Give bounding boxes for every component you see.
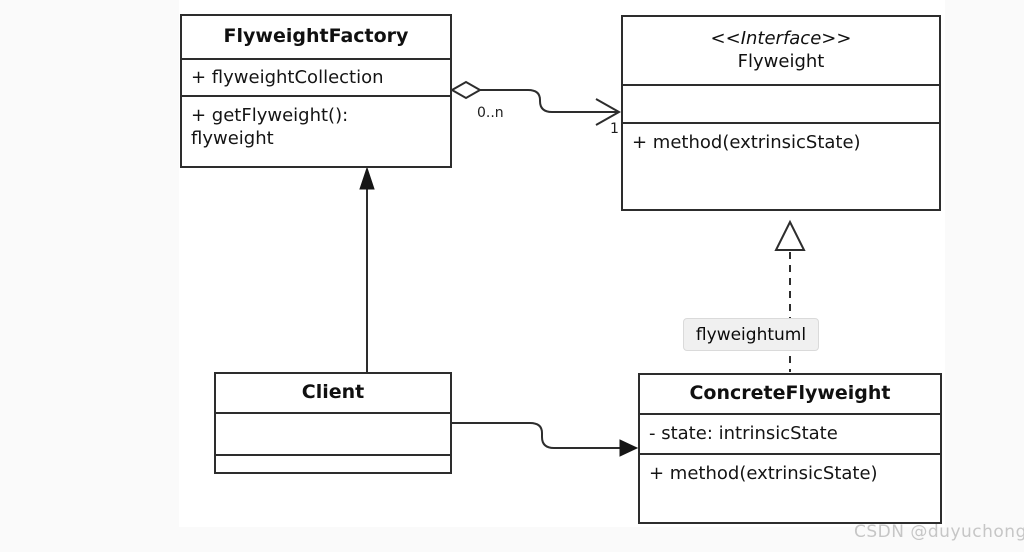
class-title-group: <<Interface>> Flyweight — [623, 17, 939, 86]
class-box-flyweight-factory: FlyweightFactory + flyweightCollection +… — [180, 14, 452, 168]
class-box-flyweight: <<Interface>> Flyweight + method(extrins… — [621, 15, 941, 211]
stereotype-label: <<Interface>> — [710, 28, 852, 49]
class-box-concrete-flyweight: ConcreteFlyweight - state: intrinsicStat… — [638, 373, 942, 524]
class-title: ConcreteFlyweight — [640, 375, 940, 415]
methods-compartment: + method(extrinsicState) — [623, 124, 939, 209]
watermark: CSDN @duyuchong — [854, 522, 1024, 542]
attributes-compartment-empty — [623, 86, 939, 124]
method-method: + method(extrinsicState) — [632, 132, 861, 153]
attributes-compartment: - state: intrinsicState — [640, 415, 940, 455]
multiplicity-source-label: 0..n — [477, 105, 504, 121]
class-title: Flyweight — [737, 50, 825, 72]
tooltip-flyweightuml: flyweightuml — [683, 318, 819, 351]
class-title: Client — [216, 374, 450, 414]
attributes-compartment-empty — [216, 414, 450, 456]
class-title: FlyweightFactory — [182, 16, 450, 60]
methods-compartment: + getFlyweight(): flyweight — [182, 97, 450, 166]
attribute-flyweight-collection: + flyweightCollection — [191, 66, 384, 88]
methods-compartment-empty — [216, 456, 450, 472]
attribute-state: - state: intrinsicState — [649, 423, 838, 445]
methods-compartment: + method(extrinsicState) — [640, 455, 940, 522]
multiplicity-target-label: 1 — [610, 121, 619, 137]
method-get-flyweight: + getFlyweight(): flyweight — [191, 105, 349, 150]
attributes-compartment: + flyweightCollection — [182, 60, 450, 97]
class-box-client: Client — [214, 372, 452, 474]
method-method: + method(extrinsicState) — [649, 463, 878, 484]
